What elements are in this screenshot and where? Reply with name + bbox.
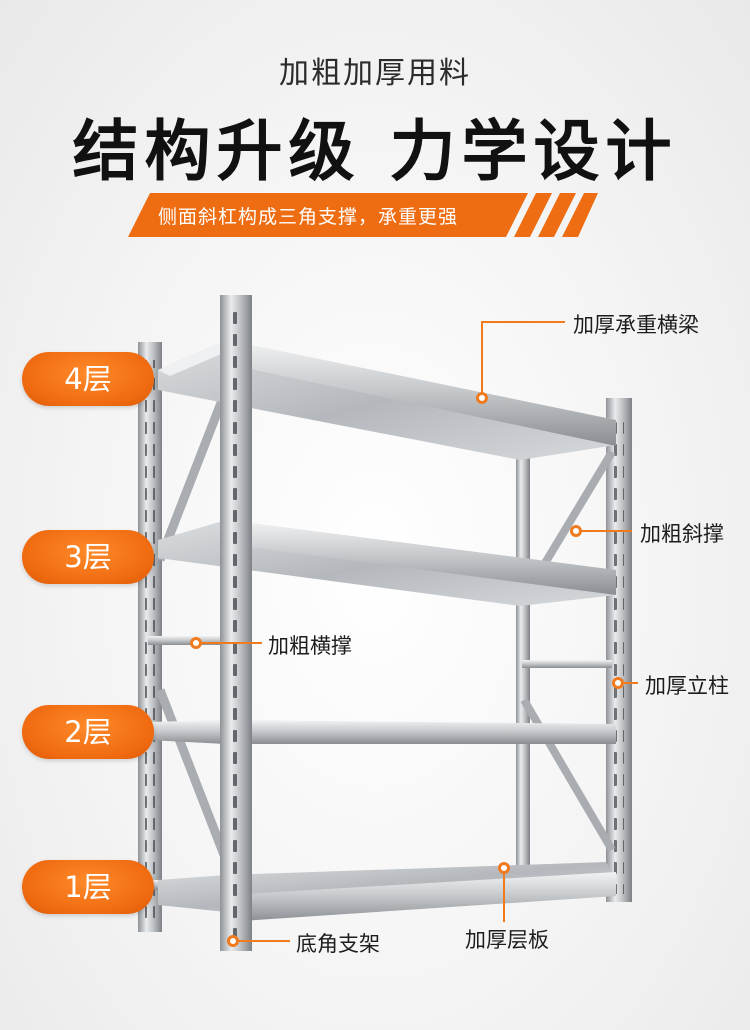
- level-badge-1: 1层: [22, 860, 154, 914]
- crossbar-marker: [190, 637, 202, 649]
- beam-marker: [476, 392, 488, 404]
- right-diagonal-braces: [520, 449, 616, 853]
- upright-marker: [612, 677, 624, 689]
- shelf-4: [158, 340, 616, 460]
- callout-foot: 底角支架: [296, 932, 380, 956]
- feature-ribbon: 侧面斜杠构成三角支撑，承重更强: [128, 193, 598, 237]
- diagonal-marker: [570, 525, 582, 537]
- callout-board: 加厚层板: [465, 928, 549, 952]
- callout-crossbar: 加粗横撑: [268, 634, 352, 658]
- side-crossbars: [148, 636, 612, 890]
- board-marker: [498, 862, 510, 874]
- front-left-upright: [220, 295, 252, 951]
- back-right-upright: [516, 455, 530, 895]
- level-badge-2: 2层: [22, 705, 154, 759]
- callout-diagonal: 加粗斜撑: [640, 522, 724, 546]
- subtitle: 加粗加厚用料: [279, 56, 471, 91]
- page-title: 结构升级 力学设计: [72, 113, 678, 190]
- shelf-1: [158, 862, 616, 922]
- level-badge-4: 4层: [22, 352, 154, 406]
- left-diagonal-braces: [155, 388, 231, 862]
- shelf-2: [148, 720, 616, 744]
- foot-marker: [227, 935, 239, 947]
- level-badge-3: 3层: [22, 530, 154, 584]
- callout-beam: 加厚承重横梁: [573, 313, 699, 337]
- ribbon-text: 侧面斜杠构成三角支撑，承重更强: [158, 206, 459, 228]
- callout-upright: 加厚立柱: [645, 674, 729, 698]
- shelf-3: [158, 520, 616, 606]
- front-right-upright: [606, 398, 632, 902]
- ribbon-shape: [128, 193, 598, 237]
